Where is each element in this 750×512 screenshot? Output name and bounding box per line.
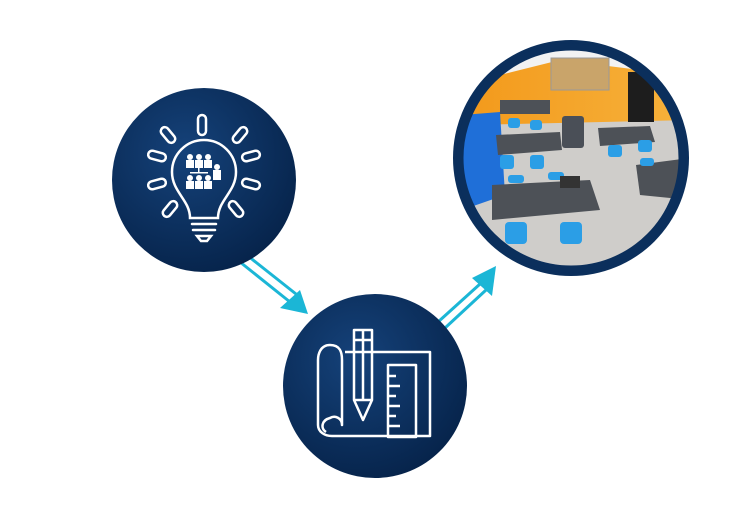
arrow-design-to-classroom (436, 266, 496, 330)
arrow-idea-to-design (239, 254, 308, 314)
step-idea (112, 88, 296, 272)
blueprint-pencil-ruler-icon (316, 328, 432, 439)
lightbulb-with-org-chart-icon (146, 113, 262, 243)
step-design (283, 294, 467, 478)
classroom-photo (463, 50, 679, 266)
step-classroom (453, 40, 689, 276)
org-chart-icon (186, 154, 221, 189)
